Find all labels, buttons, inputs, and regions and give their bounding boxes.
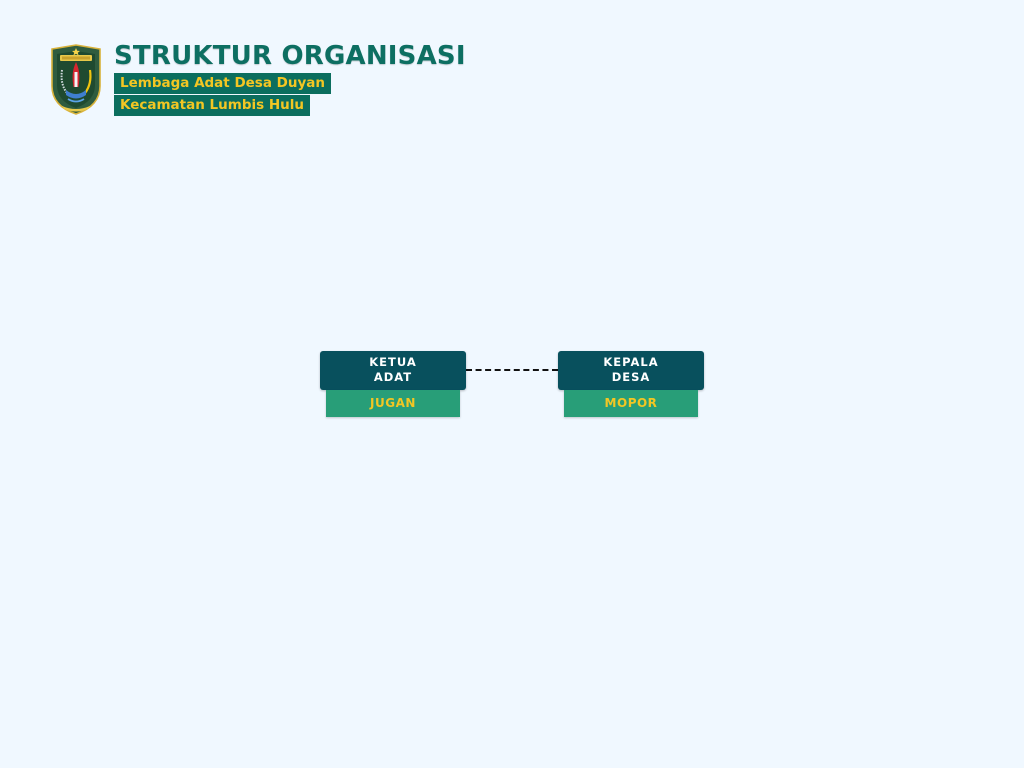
subtitle-organization: Lembaga Adat Desa Duyan [114, 73, 331, 94]
node-title-kepala-desa: KEPALA DESA [558, 351, 704, 390]
node-title-line: KETUA [369, 355, 417, 369]
node-title-line: ADAT [373, 370, 413, 384]
node-name-jugan: JUGAN [326, 390, 460, 417]
node-title-line: KEPALA [603, 355, 659, 369]
node-title-line: DESA [611, 370, 651, 384]
regional-coat-of-arms-icon [51, 44, 101, 115]
node-title-ketua-adat: KETUA ADAT [320, 351, 466, 390]
subtitle-district: Kecamatan Lumbis Hulu [114, 95, 310, 116]
header: STRUKTUR ORGANISASI Lembaga Adat Desa Du… [48, 41, 548, 124]
node-name-mopor: MOPOR [564, 390, 698, 417]
dashed-connector [466, 369, 558, 371]
page-title: STRUKTUR ORGANISASI [114, 41, 466, 71]
